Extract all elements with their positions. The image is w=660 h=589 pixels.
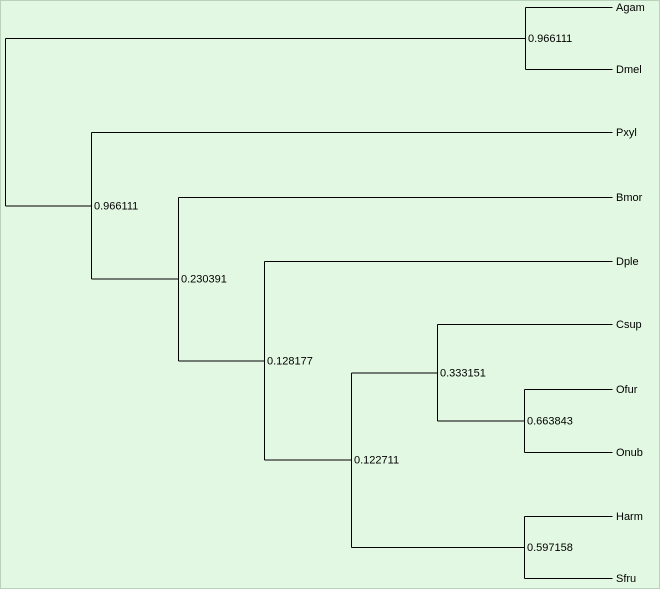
- support-value-n5: 0.122711: [354, 455, 399, 467]
- support-value-n8: 0.597158: [527, 542, 573, 554]
- leaf-label-ofur: Ofur: [616, 384, 638, 396]
- support-value-n1: 0.966111: [528, 33, 572, 45]
- tree-branches: [5, 7, 613, 579]
- support-value-n6: 0.333151: [440, 367, 486, 379]
- leaf-label-dple: Dple: [616, 256, 639, 268]
- leaf-label-pxyl: Pxyl: [616, 127, 637, 139]
- leaf-label-agam: Agam: [616, 2, 645, 14]
- support-value-n4: 0.128177: [267, 355, 313, 367]
- support-value-n2: 0.966111: [94, 200, 138, 212]
- leaf-label-bmor: Bmor: [616, 192, 643, 204]
- leaf-label-csup: Csup: [616, 319, 642, 331]
- leaf-label-onub: Onub: [616, 447, 643, 459]
- support-value-n3: 0.230391: [181, 274, 227, 286]
- support-value-n7: 0.663843: [527, 416, 573, 428]
- leaf-label-dmel: Dmel: [616, 64, 642, 76]
- leaf-label-harm: Harm: [616, 511, 643, 523]
- leaf-label-sfru: Sfru: [616, 573, 636, 585]
- tree-labels: AgamDmelPxylBmorDpleCsupOfurOnubHarmSfru…: [94, 2, 645, 585]
